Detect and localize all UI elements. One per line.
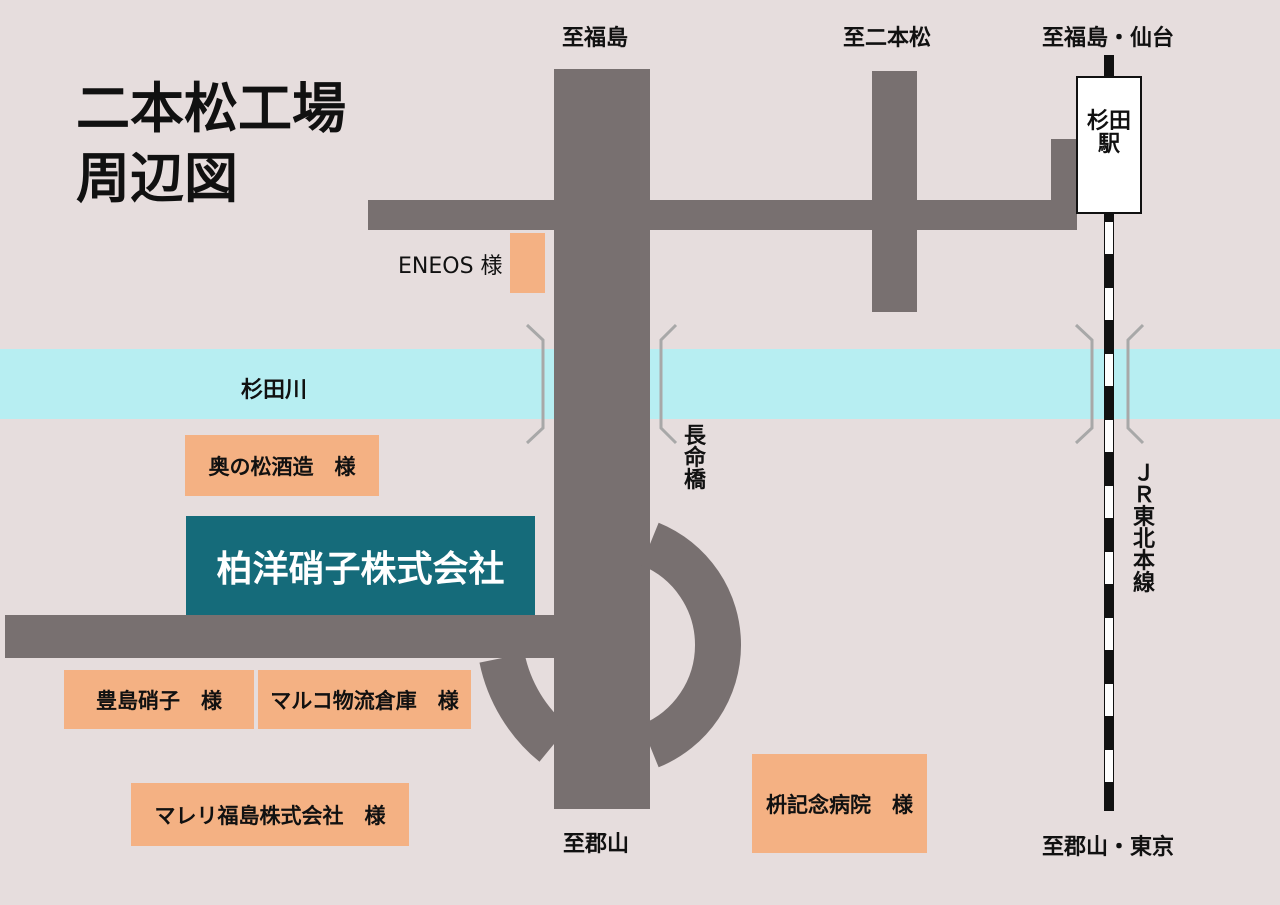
direction-bottom-main: 至郡山 <box>563 832 630 857</box>
railway-track <box>1104 55 1114 811</box>
main-road-vertical <box>554 69 650 809</box>
bridge-rail-left <box>525 323 545 445</box>
map-title-line1: 二本松工場 <box>76 77 346 140</box>
landmark-maruko[interactable]: マルコ物流倉庫 様 <box>258 670 471 729</box>
rail-bridge-rail-right <box>1126 323 1145 445</box>
bridge-rail-right <box>659 323 678 445</box>
road-to-nihonmatsu <box>872 71 917 312</box>
landmark-masu-hospital[interactable]: 枡記念病院 様 <box>752 754 927 853</box>
lower-road-horizontal <box>5 615 554 658</box>
upper-road-horizontal <box>368 200 1076 230</box>
landmark-okunomatsu[interactable]: 奥の松酒造 様 <box>185 435 379 496</box>
interchange-loop <box>640 522 741 768</box>
company-hakuyo-glass[interactable]: 柏洋硝子株式会社 <box>186 516 535 615</box>
station-name: 杉田駅 <box>1086 109 1131 157</box>
bridge-label: 長命橋 <box>683 424 706 493</box>
interchange-loop-lower <box>479 652 570 762</box>
direction-top-main: 至福島 <box>562 26 629 51</box>
direction-bottom-rail: 至郡山・東京 <box>1042 835 1175 860</box>
eneos-box[interactable] <box>510 233 545 293</box>
map-title: 二本松工場 周辺図 <box>76 74 346 214</box>
direction-top-rail: 至福島・仙台 <box>1042 26 1175 51</box>
map-title-line2: 周辺図 <box>76 147 238 210</box>
rail-bridge-rail-left <box>1074 323 1094 445</box>
river-label: 杉田川 <box>241 378 308 403</box>
eneos-label: ENEOS 様 <box>398 254 503 279</box>
landmark-toyoshima[interactable]: 豊島硝子 様 <box>64 670 254 729</box>
landmark-mareri[interactable]: マレリ福島株式会社 様 <box>131 783 409 846</box>
station-sugita[interactable]: 杉田駅 <box>1076 76 1142 214</box>
rail-line-label: ＪＲ東北本線 <box>1132 461 1155 596</box>
direction-top-mid: 至二本松 <box>843 26 932 51</box>
station-access-road <box>1051 139 1077 230</box>
